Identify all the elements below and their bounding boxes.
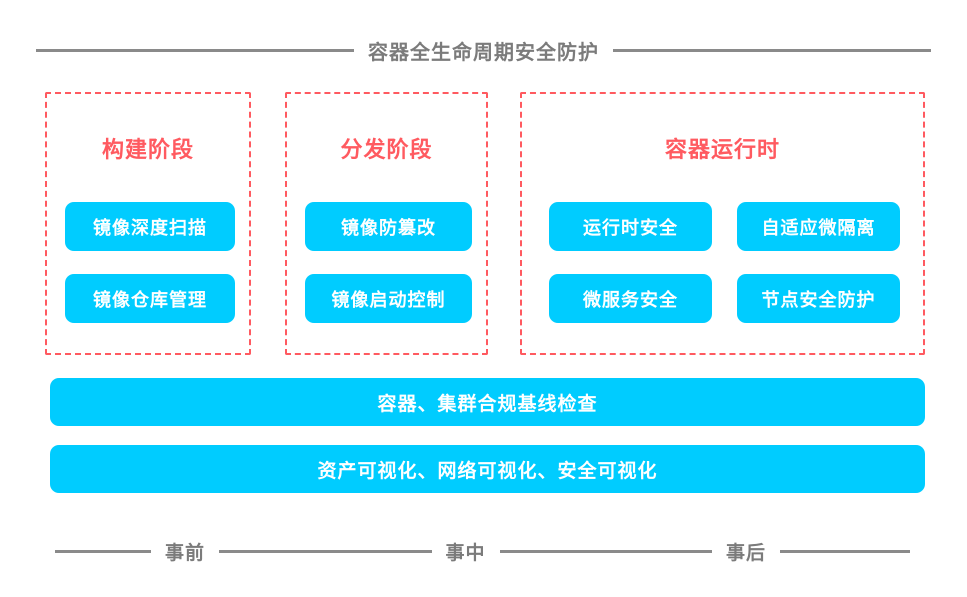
foundation-bar-compliance-baseline[interactable]: 容器、集群合规基线检查 — [50, 378, 925, 426]
capability-chip-image-deep-scan[interactable]: 镜像深度扫描 — [65, 202, 235, 251]
stage-title-runtime: 容器运行时 — [664, 137, 780, 162]
capability-chip-microservice-security[interactable]: 微服务安全 — [549, 274, 712, 323]
stage-title-deliver: 分发阶段 — [340, 137, 433, 162]
stage-panel-build: 构建阶段 镜像深度扫描 镜像仓库管理 — [45, 92, 251, 355]
foundation-bar-visualization[interactable]: 资产可视化、网络可视化、安全可视化 — [50, 445, 925, 493]
capability-chip-image-launch-control[interactable]: 镜像启动控制 — [305, 274, 472, 323]
timeline-rule-3 — [780, 549, 911, 553]
capability-chip-image-registry-management[interactable]: 镜像仓库管理 — [65, 274, 235, 323]
page-title: 容器全生命周期安全防护 — [368, 41, 599, 64]
capability-chip-node-security-protection[interactable]: 节点安全防护 — [737, 274, 900, 323]
diagram-title-row: 容器全生命周期安全防护 — [36, 36, 931, 64]
title-rule-left — [36, 48, 354, 52]
stage-panel-runtime: 容器运行时 运行时安全 自适应微隔离 微服务安全 节点安全防护 — [520, 92, 925, 355]
timeline-rule-1 — [219, 549, 432, 553]
capability-chip-adaptive-microsegmentation[interactable]: 自适应微隔离 — [737, 202, 900, 251]
timeline-label-after: 事后 — [726, 542, 767, 564]
timeline-label-before: 事前 — [165, 542, 206, 564]
capability-chip-runtime-security[interactable]: 运行时安全 — [549, 202, 712, 251]
timeline-label-during: 事中 — [445, 542, 486, 564]
stage-panel-deliver: 分发阶段 镜像防篡改 镜像启动控制 — [285, 92, 488, 355]
timeline-rule-0 — [55, 549, 151, 553]
timeline-rule-2 — [499, 549, 712, 553]
capability-chip-image-tamper-protection[interactable]: 镜像防篡改 — [305, 202, 472, 251]
timeline: 事前 事中 事后 — [55, 538, 911, 564]
title-rule-right — [613, 48, 931, 52]
stage-title-build: 构建阶段 — [101, 137, 194, 162]
